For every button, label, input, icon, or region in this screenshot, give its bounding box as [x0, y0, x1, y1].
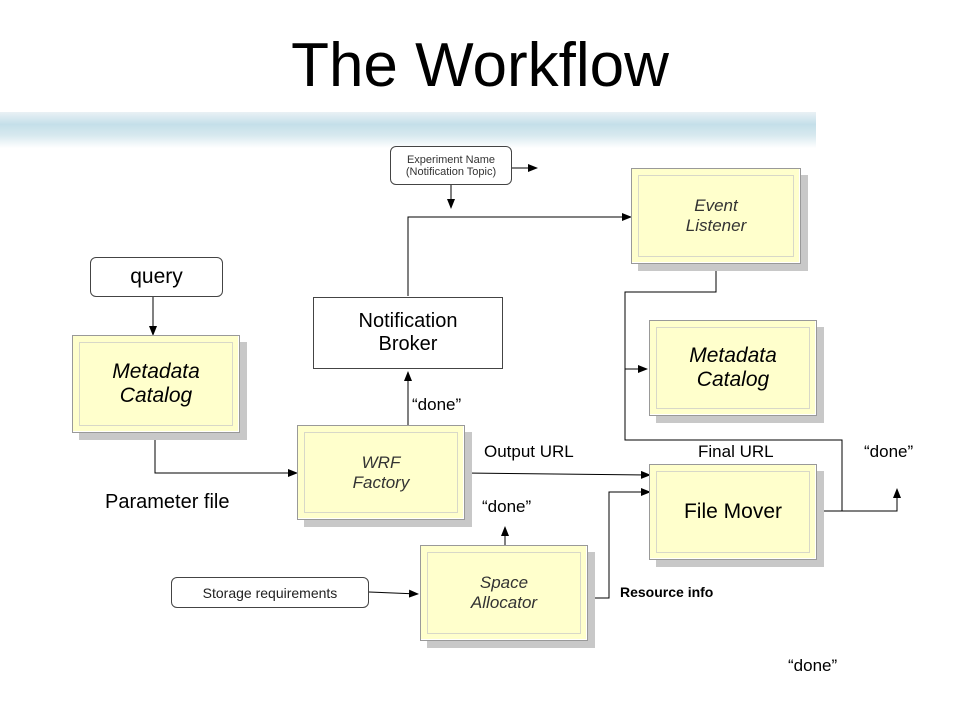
storage-requirements-box: Storage requirements	[171, 577, 369, 608]
title-underline-band	[0, 112, 816, 148]
space-allocator-box: Space Allocator	[420, 545, 588, 641]
arrow-catalog-to-factory	[154, 433, 298, 477]
experiment-name-box: Experiment Name (Notification Topic)	[390, 146, 512, 185]
arrow-storage-to-allocator	[368, 589, 419, 598]
metadata-catalog-right-box: Metadata Catalog	[649, 320, 817, 416]
done-label-right: “done”	[864, 442, 914, 461]
done-label-allocator: “done”	[482, 497, 532, 516]
metadata-catalog-left-box: Metadata Catalog	[72, 335, 240, 433]
arrow-allocator-to-mover	[588, 488, 651, 599]
output-url-label: Output URL	[484, 442, 574, 461]
arrow-listener-to-catalog	[624, 264, 717, 373]
arrow-broker-to-listener	[407, 213, 632, 296]
parameter-file-label: Parameter file	[105, 491, 230, 513]
resource-info-label: Resource info	[620, 584, 714, 600]
page-title: The Workflow	[291, 31, 669, 100]
done-label-bottom: “done”	[788, 656, 838, 675]
final-url-label: Final URL	[698, 442, 774, 461]
event-listener-box: Event Listener	[631, 168, 801, 264]
arrow-mover-done	[817, 488, 901, 512]
done-label-broker: “done”	[412, 395, 462, 414]
arrow-factory-to-mover	[464, 470, 651, 479]
wrf-factory-box: WRF Factory	[297, 425, 465, 520]
query-box: query	[90, 257, 223, 297]
file-mover-box: File Mover	[649, 464, 817, 560]
notification-broker-box: Notification Broker	[313, 297, 503, 369]
